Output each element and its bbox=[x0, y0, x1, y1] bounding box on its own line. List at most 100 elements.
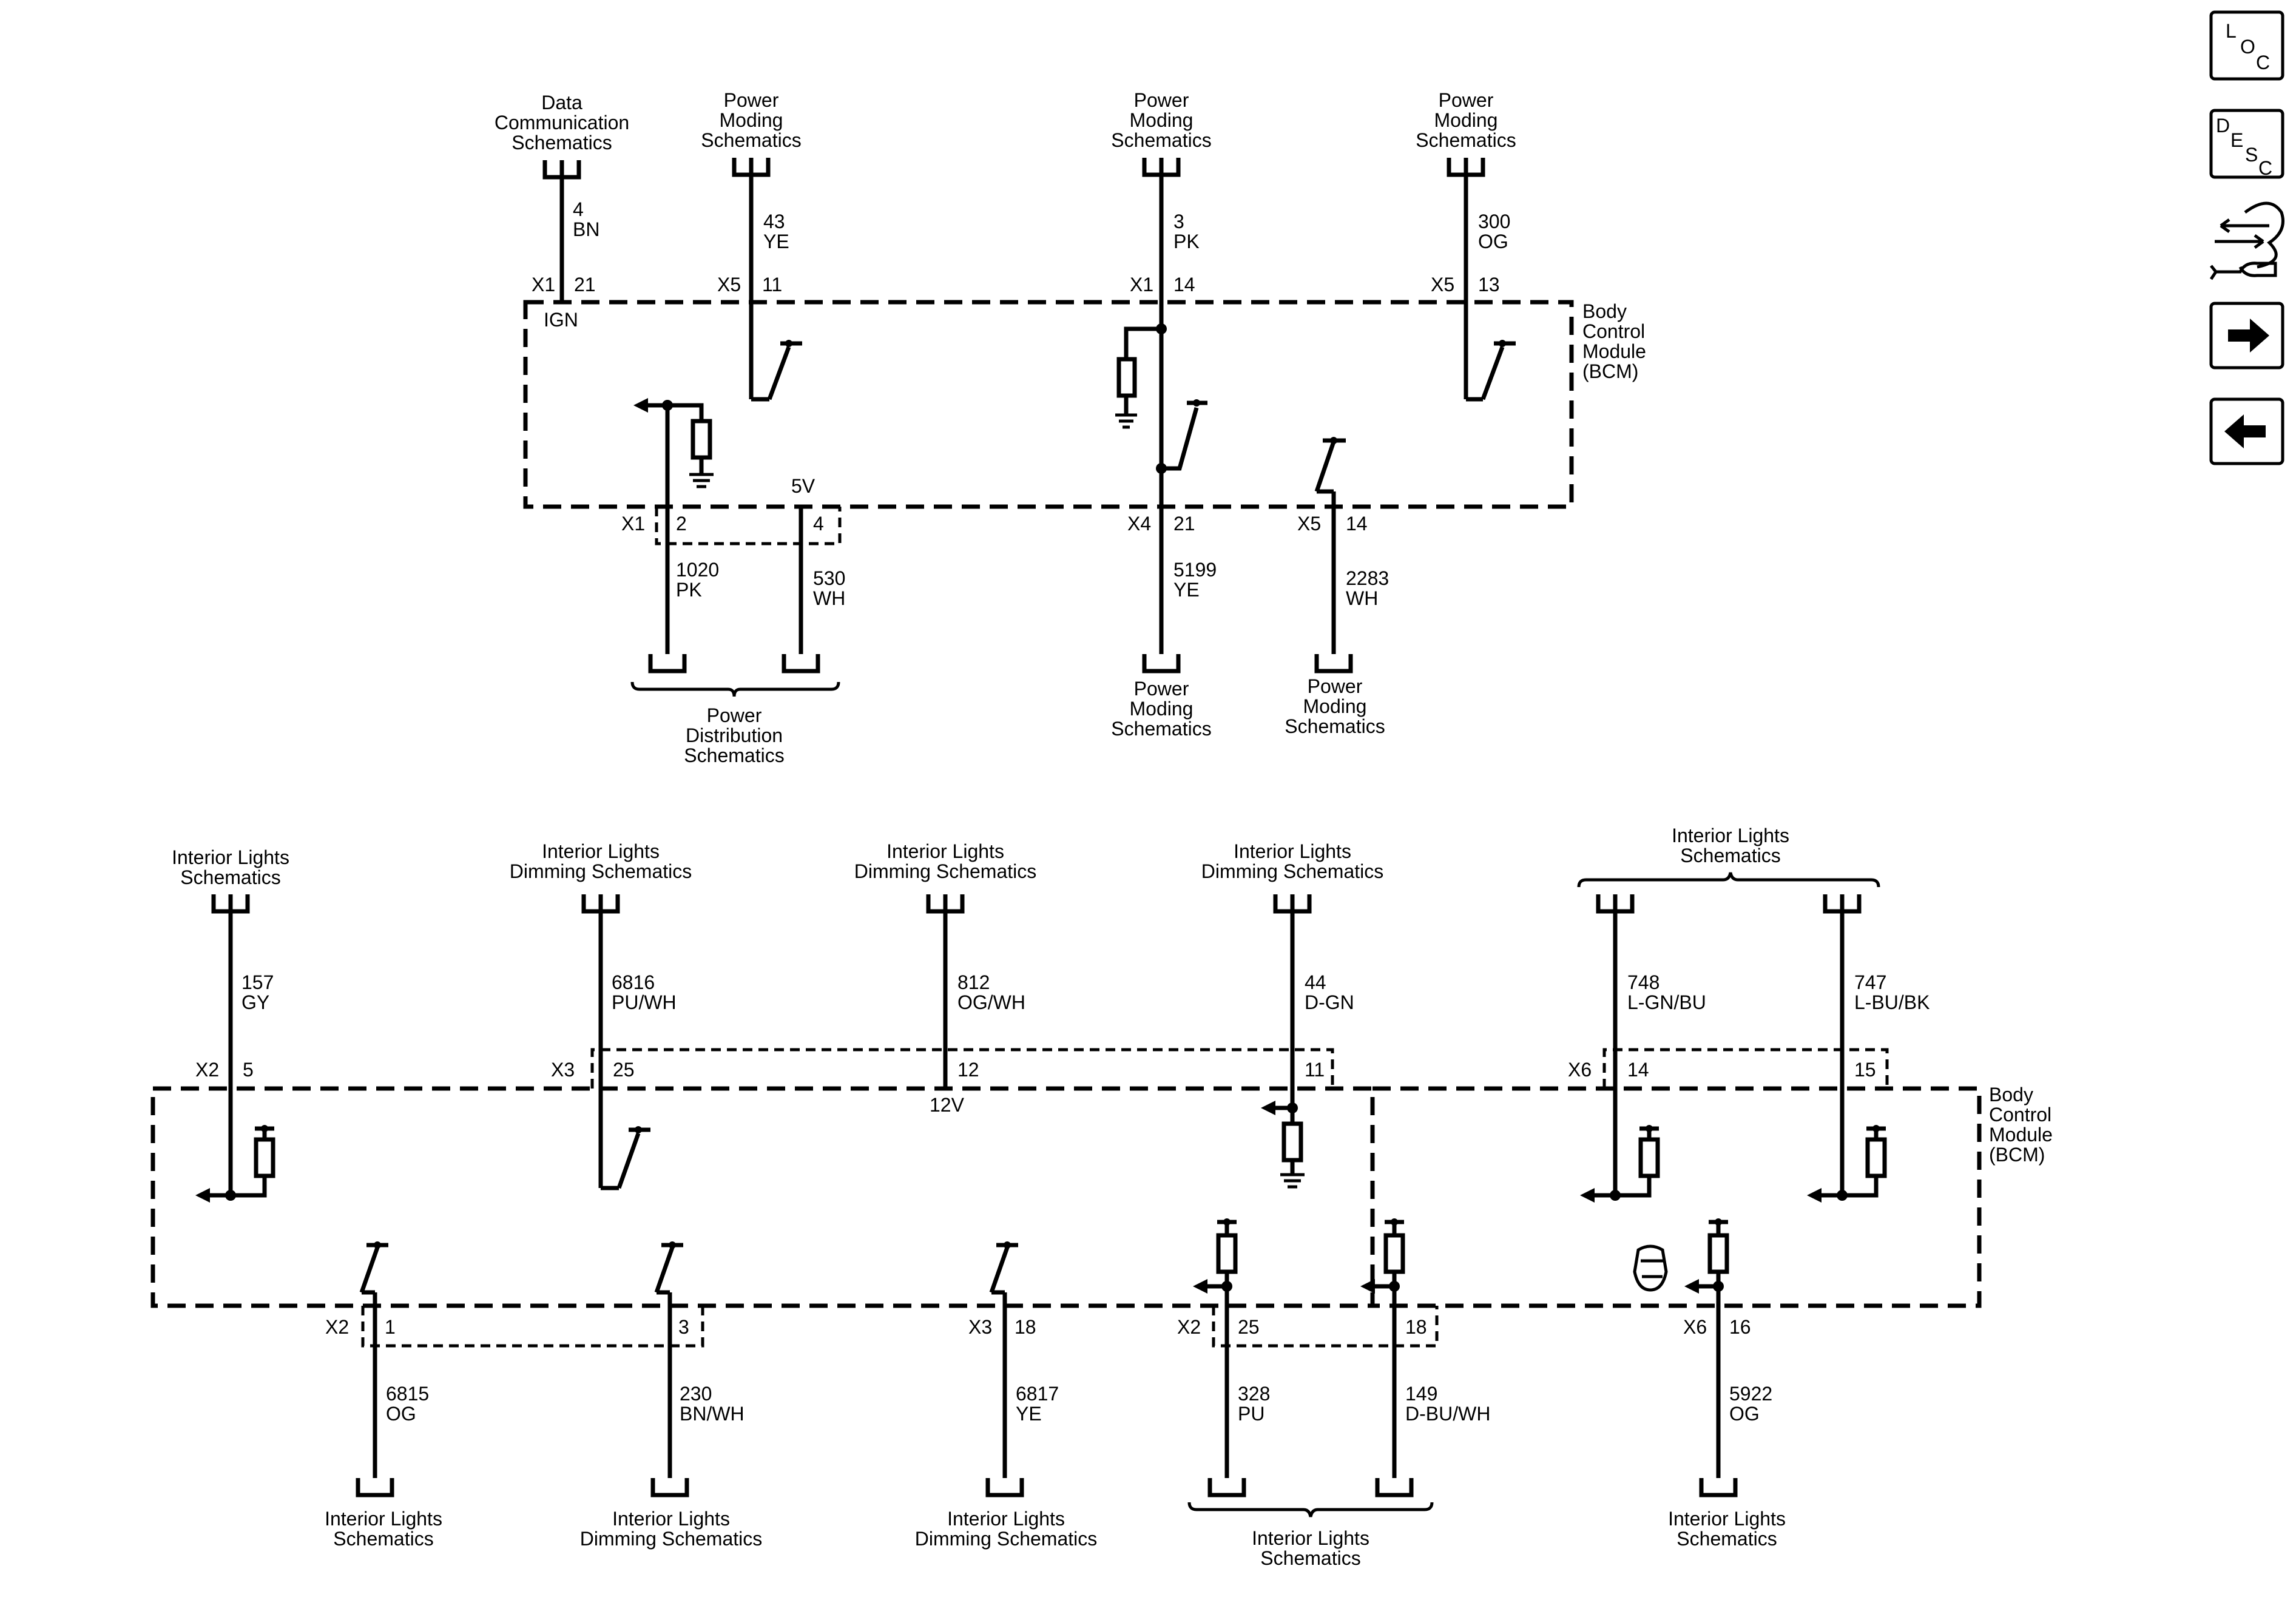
pin-number: 25 bbox=[1238, 1316, 1260, 1338]
source-label: Interior Lights bbox=[172, 846, 289, 868]
circuit-color: WH bbox=[1346, 587, 1378, 609]
circuit-color: PU bbox=[1238, 1403, 1264, 1425]
circuit-color: BN/WH bbox=[680, 1403, 745, 1425]
pin-number: 13 bbox=[1478, 274, 1500, 295]
source-label: Moding bbox=[1434, 109, 1498, 131]
circuit-44-dgn: Interior Lights Dimming Schematics 44 D-… bbox=[1201, 840, 1384, 1189]
circuit-2283-wh: X5 14 2283 WH Power Moding Schematics bbox=[1285, 437, 1389, 737]
source-label: Schematics bbox=[512, 132, 612, 154]
dest-label: Power bbox=[707, 704, 762, 726]
wrench-connector-icon[interactable] bbox=[2209, 201, 2284, 280]
circuit-number: 44 bbox=[1305, 971, 1326, 993]
circuit-5922-og: X6 16 5922 OG Interior Lights Schematics bbox=[1668, 1218, 1786, 1550]
circuit-number: 6817 bbox=[1016, 1383, 1059, 1405]
source-label: Power bbox=[1134, 89, 1189, 111]
pin-number: 11 bbox=[762, 274, 782, 295]
connector-id: X6 bbox=[1568, 1059, 1592, 1081]
next-page-button[interactable] bbox=[2209, 302, 2284, 370]
circuit-149-dbuwh: 18 149 D-BU/WH bbox=[1360, 1218, 1490, 1497]
previous-page-button[interactable] bbox=[2209, 397, 2284, 465]
circuit-number: 6816 bbox=[612, 971, 655, 993]
source-label: Schematics bbox=[180, 866, 280, 888]
circuit-number: 4 bbox=[573, 198, 584, 220]
dest-label: Schematics bbox=[1285, 715, 1385, 737]
circuit-6817-ye: X3 18 6817 YE Interior Lights Dimming Sc… bbox=[915, 1241, 1098, 1550]
group-source-label: Interior Lights bbox=[1672, 825, 1789, 846]
dest-label: Schematics bbox=[333, 1528, 433, 1550]
circuit-157-gy: Interior Lights Schematics 157 GY X2 5 bbox=[172, 846, 289, 1203]
dest-label: Interior Lights bbox=[947, 1508, 1065, 1530]
group-source-label: Schematics bbox=[1680, 845, 1780, 866]
source-label: Dimming Schematics bbox=[510, 860, 692, 882]
bcm-label-bottom-2: Control bbox=[1989, 1104, 2051, 1126]
dest-label: Dimming Schematics bbox=[580, 1528, 763, 1550]
source-label: Dimming Schematics bbox=[1201, 860, 1384, 882]
pin-number: 15 bbox=[1854, 1059, 1876, 1081]
nav-loc-button[interactable]: L O C bbox=[2209, 10, 2284, 81]
connector-id: X5 bbox=[1297, 513, 1321, 535]
connector-id: X3 bbox=[551, 1059, 575, 1081]
arrow-left-icon bbox=[2224, 414, 2266, 448]
pin-function: IGN bbox=[544, 309, 578, 331]
group-dest-label: Schematics bbox=[1260, 1547, 1360, 1569]
circuit-number: 748 bbox=[1627, 971, 1660, 993]
pin-number: 16 bbox=[1729, 1316, 1751, 1338]
dest-label: Interior Lights bbox=[325, 1508, 442, 1530]
circuit-1020-pk: X1 2 1020 PK bbox=[621, 398, 719, 673]
dest-label: Schematics bbox=[1676, 1528, 1777, 1550]
circuit-color: L-BU/BK bbox=[1854, 991, 1930, 1013]
circuit-color: L-GN/BU bbox=[1627, 991, 1706, 1013]
pin-number: 25 bbox=[613, 1059, 635, 1081]
source-label: Power bbox=[724, 89, 779, 111]
dest-label: Power bbox=[1308, 675, 1363, 697]
circuit-43-ye: Power Moding Schematics 43 YE X5 11 bbox=[701, 89, 802, 402]
circuit-6816-puwh: Interior Lights Dimming Schematics 6816 … bbox=[510, 840, 692, 1190]
circuit-color: D-GN bbox=[1305, 991, 1354, 1013]
connector-id: X4 bbox=[1127, 513, 1151, 535]
connector-id: X2 bbox=[1177, 1316, 1201, 1338]
source-label: Dimming Schematics bbox=[854, 860, 1037, 882]
circuit-color: OG bbox=[1478, 231, 1508, 252]
circuit-number: 1020 bbox=[676, 559, 719, 581]
pin-number: 21 bbox=[1173, 513, 1195, 535]
bcm-label-top-3: Module bbox=[1582, 340, 1646, 362]
source-label: Schematics bbox=[1111, 129, 1211, 151]
group-dest-label: Interior Lights bbox=[1252, 1527, 1369, 1549]
circuit-number: 6815 bbox=[386, 1383, 429, 1405]
loc-letter-c: C bbox=[2256, 52, 2270, 73]
circuit-3-pk: Power Moding Schematics 3 PK X1 14 bbox=[1111, 89, 1212, 654]
nav-desc-button[interactable]: D E S C bbox=[2209, 109, 2284, 179]
circuit-color: YE bbox=[1016, 1403, 1042, 1425]
circuit-color: YE bbox=[1173, 579, 1200, 601]
pin-number: 1 bbox=[385, 1316, 396, 1338]
source-label: Moding bbox=[1130, 109, 1194, 131]
pin-number: 21 bbox=[574, 274, 596, 295]
source-label: Data bbox=[541, 92, 582, 113]
bcm-label-top-4: (BCM) bbox=[1582, 360, 1638, 382]
circuit-5199-ye: X4 21 5199 YE Power Moding Schematics bbox=[1111, 513, 1217, 740]
connector-id: X2 bbox=[195, 1059, 219, 1081]
dest-label: Power bbox=[1134, 678, 1189, 700]
pin-number: 5 bbox=[243, 1059, 254, 1081]
bcm-label-top-2: Control bbox=[1582, 320, 1645, 342]
source-label: Interior Lights bbox=[542, 840, 660, 862]
dest-label: Dimming Schematics bbox=[915, 1528, 1098, 1550]
source-label: Moding bbox=[720, 109, 783, 131]
circuit-6815-og: X2 1 6815 OG Interior Lights Schematics bbox=[325, 1241, 442, 1550]
pin-number: 11 bbox=[1305, 1059, 1325, 1081]
circuit-number: 530 bbox=[813, 567, 845, 589]
dest-label: Distribution bbox=[686, 724, 783, 746]
vehicle-icon bbox=[1633, 1244, 1668, 1292]
circuit-number: 747 bbox=[1854, 971, 1886, 993]
circuit-color: PU/WH bbox=[612, 991, 677, 1013]
pin-number: 14 bbox=[1173, 274, 1195, 295]
connector-id: X1 bbox=[621, 513, 645, 535]
dest-label: Schematics bbox=[684, 744, 784, 766]
bcm-boundary-top bbox=[523, 300, 1574, 509]
circuit-color: PK bbox=[676, 579, 702, 601]
bcm-boundary-bottom bbox=[150, 1086, 1375, 1308]
desc-letter-e: E bbox=[2230, 129, 2243, 151]
connector-id: X3 bbox=[968, 1316, 992, 1338]
circuit-color: OG bbox=[386, 1403, 416, 1425]
circuit-747-lbubk: 747 L-BU/BK 15 bbox=[1807, 894, 1930, 1203]
